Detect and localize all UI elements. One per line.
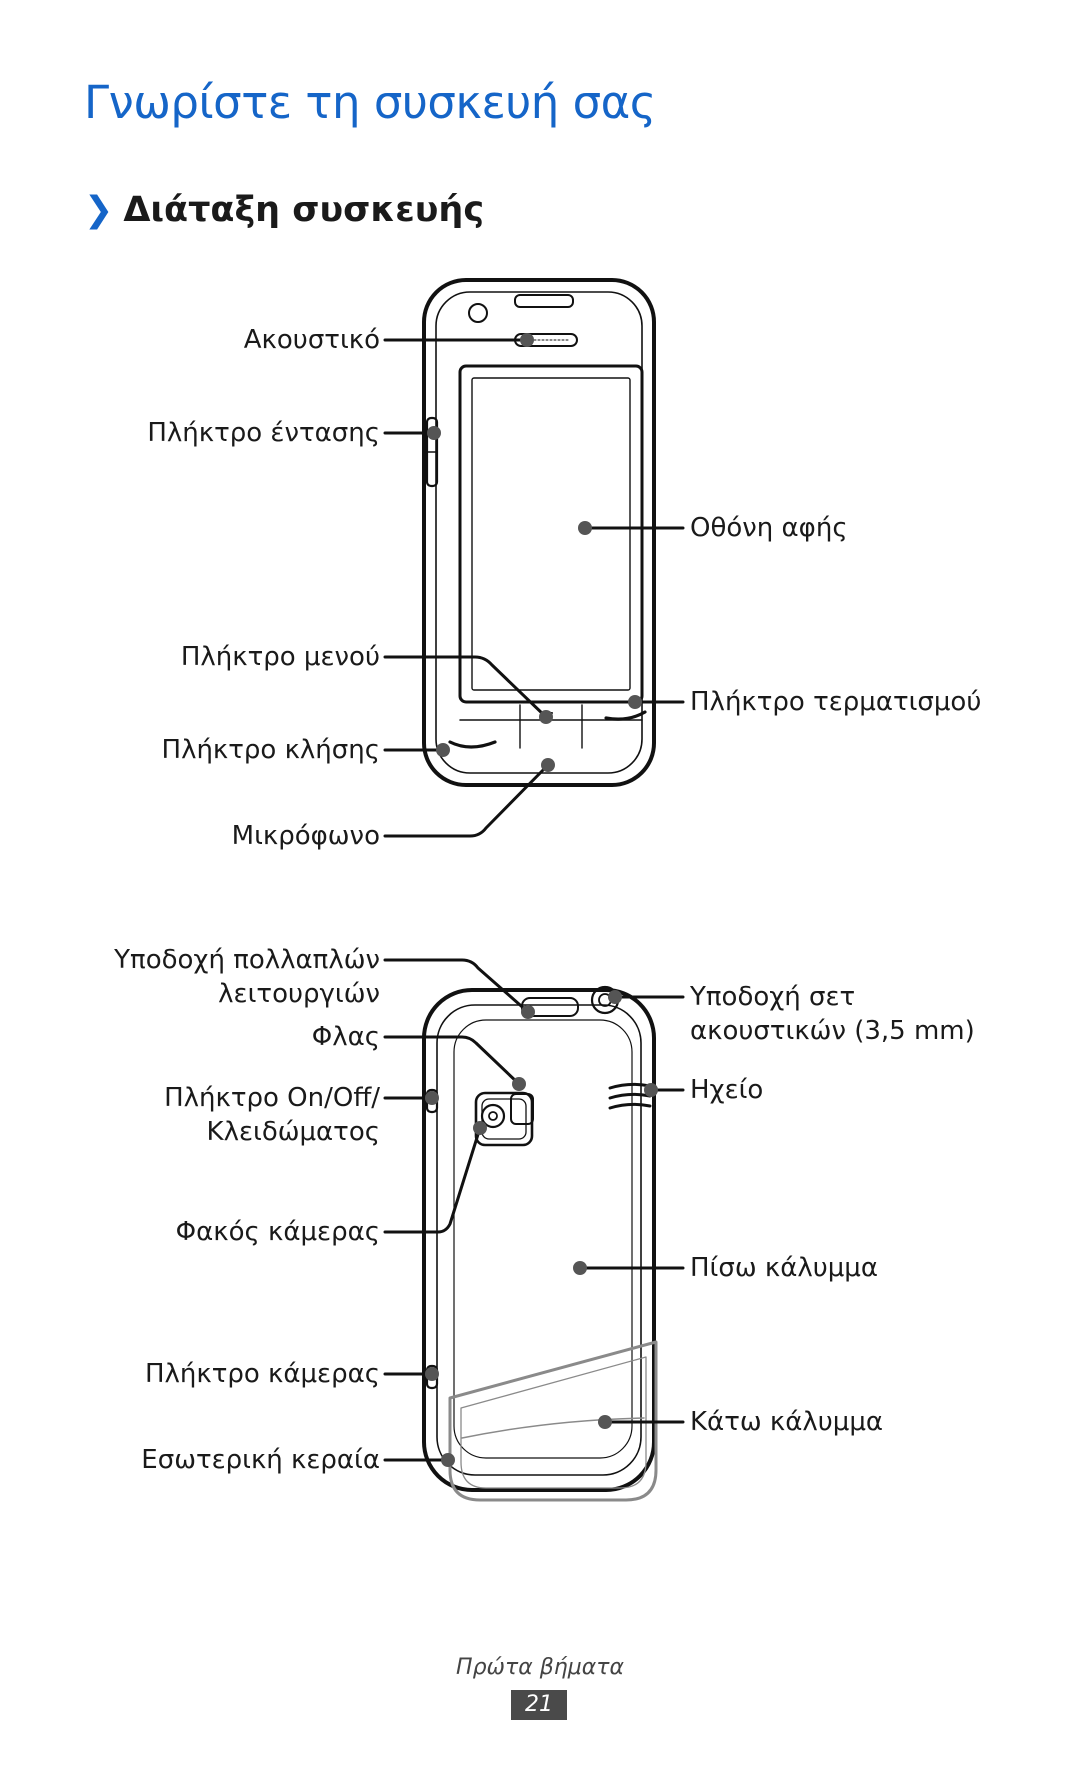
section-title: ❯Διάταξη συσκευής (84, 190, 484, 230)
label-volume-key: Πλήκτρο έντασης (147, 418, 380, 448)
bottom-cover-illustration (448, 1340, 658, 1502)
chevron-right-icon: ❯ (84, 190, 114, 230)
label-microphone: Μικρόφωνο (232, 821, 380, 851)
label-headset-jack-line1: Υποδοχή σετ (689, 982, 855, 1012)
label-earpiece: Ακουστικό (244, 325, 380, 355)
callout-dots (425, 333, 658, 1467)
page-title: Γνωρίστε τη συσκευή σας (84, 76, 656, 129)
page-number: 21 (511, 1690, 567, 1720)
label-call-key: Πλήκτρο κλήσης (162, 735, 380, 765)
label-camera-key: Πλήκτρο κάμερας (145, 1359, 380, 1389)
footer-section-name: Πρώτα βήματα (456, 1655, 624, 1680)
front-phone-illustration (422, 278, 656, 787)
label-speaker: Ηχείο (690, 1075, 763, 1105)
label-headset-jack-line2: ακουστικών (3,5 mm) (690, 1016, 975, 1046)
leader-lines (383, 338, 685, 1462)
label-bottom-cover: Κάτω κάλυμμα (690, 1407, 883, 1437)
label-back-cover: Πίσω κάλυμμα (690, 1253, 878, 1283)
label-power-key-line2: Κλειδώματος (207, 1117, 380, 1147)
label-camera-lens: Φακός κάμερας (176, 1217, 380, 1247)
label-menu-key: Πλήκτρο μενού (181, 642, 380, 672)
label-touch-screen: Οθόνη αφής (690, 513, 848, 543)
label-internal-antenna: Εσωτερική κεραία (141, 1445, 380, 1475)
label-end-key: Πλήκτρο τερματισμού (690, 687, 981, 717)
back-phone-illustration (422, 985, 656, 1492)
label-flash: Φλας (312, 1022, 380, 1052)
section-title-text: Διάταξη συσκευής (123, 190, 485, 230)
label-multifunction-jack-line1: Υποδοχή πολλαπλών (113, 945, 380, 975)
label-multifunction-jack-line2: λειτουργιών (218, 979, 380, 1009)
label-power-key-line1: Πλήκτρο On/Off/ (164, 1083, 380, 1113)
